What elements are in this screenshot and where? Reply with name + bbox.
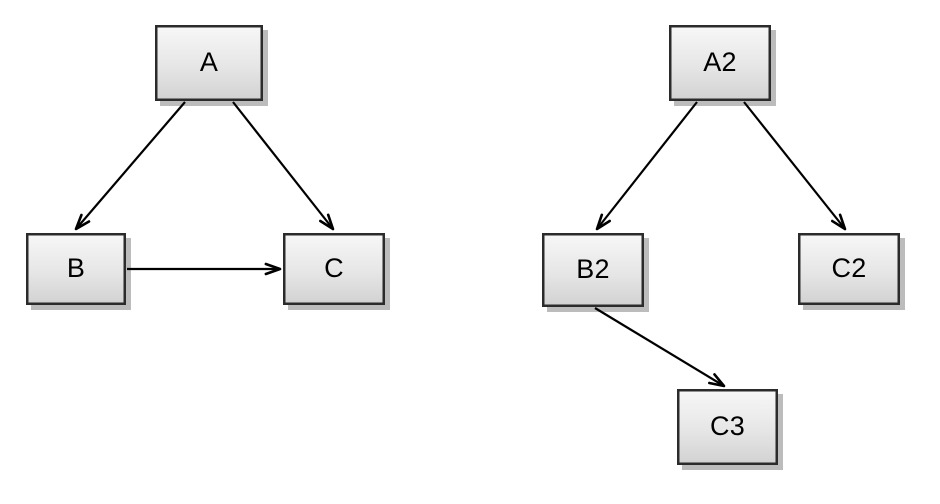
node-label-b2: B2 <box>576 254 609 284</box>
node-box-c2 <box>798 233 900 305</box>
arrowhead-a-to-c-icon <box>319 213 335 231</box>
edge-a2-to-b2 <box>596 101 698 230</box>
edge-a2-to-c2 <box>743 101 846 230</box>
node-box-c3 <box>677 389 778 465</box>
node-label-b: B <box>67 253 85 283</box>
node-box-a <box>155 25 263 101</box>
node-box-c <box>283 233 385 305</box>
arrowhead-b-to-c-icon <box>264 262 282 276</box>
node-label-c: C <box>324 253 344 283</box>
node-a2[interactable]: A2 <box>669 25 771 101</box>
node-b2[interactable]: B2 <box>542 233 644 307</box>
node-label-c3: C3 <box>710 411 745 441</box>
node-c[interactable]: C <box>283 233 385 305</box>
edge-a-to-c <box>232 101 334 230</box>
node-label-c2: C2 <box>832 253 867 283</box>
edge-a-to-b <box>75 101 186 230</box>
node-box-b2 <box>542 233 644 307</box>
edge-group <box>74 101 847 388</box>
node-c3[interactable]: C3 <box>677 389 778 465</box>
arrowhead-a-to-b-icon <box>74 213 91 231</box>
node-box-b <box>26 233 126 305</box>
node-box-a2 <box>669 25 771 101</box>
edge-b2-to-c3 <box>594 307 725 387</box>
node-c2[interactable]: C2 <box>798 233 900 305</box>
node-b[interactable]: B <box>26 233 126 305</box>
node-label-a2: A2 <box>703 47 736 77</box>
arrowhead-b2-to-c3-icon <box>708 373 726 388</box>
arrowhead-a2-to-c2-icon <box>830 213 847 231</box>
arrowhead-a2-to-b2-icon <box>595 213 611 231</box>
node-a[interactable]: A <box>155 25 263 101</box>
node-label-a: A <box>200 47 218 77</box>
